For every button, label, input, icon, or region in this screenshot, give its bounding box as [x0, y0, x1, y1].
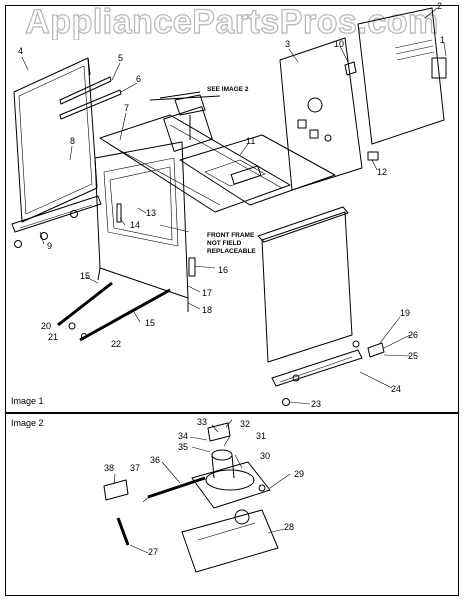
- callout-7: 7: [124, 103, 130, 113]
- callout-9: 9: [47, 241, 53, 251]
- callout-21: 21: [48, 332, 59, 342]
- callout-32: 32: [240, 419, 251, 429]
- callout-2: 2: [437, 1, 443, 11]
- caption-image-2: Image 2: [11, 418, 44, 428]
- callout-20: 20: [41, 321, 52, 331]
- callout-35: 35: [178, 442, 189, 452]
- clip: [367, 342, 385, 358]
- callout-22: 22: [111, 339, 122, 349]
- image-2-frame: [5, 413, 459, 596]
- callout-19: 19: [400, 308, 411, 318]
- callout-4: 4: [18, 46, 24, 56]
- callout-23: 23: [311, 399, 322, 409]
- rear-cover: [357, 7, 447, 161]
- caption-image-1: Image 1: [11, 396, 44, 406]
- control-mechanism-ref: [149, 91, 221, 140]
- callout-27: 27: [148, 547, 159, 557]
- callout-3: 3: [285, 39, 291, 49]
- callout-33: 33: [197, 417, 208, 427]
- callout-31: 31: [256, 431, 267, 441]
- callout-15b: 15: [145, 318, 156, 328]
- back-panel: [279, 37, 363, 191]
- callout-26: 26: [408, 330, 419, 340]
- left-bottom-rail: [11, 195, 102, 248]
- callout-12: 12: [377, 167, 388, 177]
- bottom-plate: [179, 134, 336, 206]
- callout-8: 8: [70, 136, 76, 146]
- bracket: [344, 61, 357, 76]
- callout-25: 25: [408, 351, 419, 361]
- callout-34: 34: [178, 431, 189, 441]
- callout-24: 24: [391, 384, 402, 394]
- callout-11: 11: [246, 136, 256, 146]
- callout-5: 5: [118, 53, 124, 63]
- callout-28: 28: [284, 522, 295, 532]
- front-frame-note-line2: NOT FIELD: [207, 240, 242, 247]
- callout-36: 36: [150, 455, 161, 465]
- callout-38: 38: [104, 463, 115, 473]
- callout-10: 10: [334, 39, 345, 49]
- callout-15a: 15: [80, 271, 91, 281]
- right-bottom-rail: [271, 340, 363, 406]
- leader-lines: [21, 7, 447, 554]
- right-side-panel: [257, 206, 353, 363]
- image-1-frame: [5, 5, 459, 413]
- callout-16: 16: [218, 265, 229, 275]
- callout-30: 30: [260, 451, 271, 461]
- callout-18: 18: [202, 305, 213, 315]
- callout-1: 1: [440, 35, 446, 45]
- callout-6: 6: [136, 74, 142, 84]
- rods: [57, 281, 171, 342]
- trim-strips: [59, 76, 122, 120]
- see-image-note: SEE IMAGE 2: [207, 86, 249, 93]
- callout-17: 17: [202, 288, 213, 298]
- left-side-panel: [13, 57, 98, 223]
- callout-14: 14: [130, 220, 141, 230]
- top-panel: [99, 106, 291, 213]
- callout-29: 29: [294, 469, 305, 479]
- callout-13: 13: [146, 208, 157, 218]
- ignition-mechanism: [103, 422, 279, 573]
- front-frame: [94, 141, 196, 312]
- callout-37: 37: [130, 463, 141, 473]
- front-frame-note-line1: FRONT FRAME: [207, 232, 255, 239]
- front-frame-note-line3: REPLACEABLE: [207, 248, 256, 255]
